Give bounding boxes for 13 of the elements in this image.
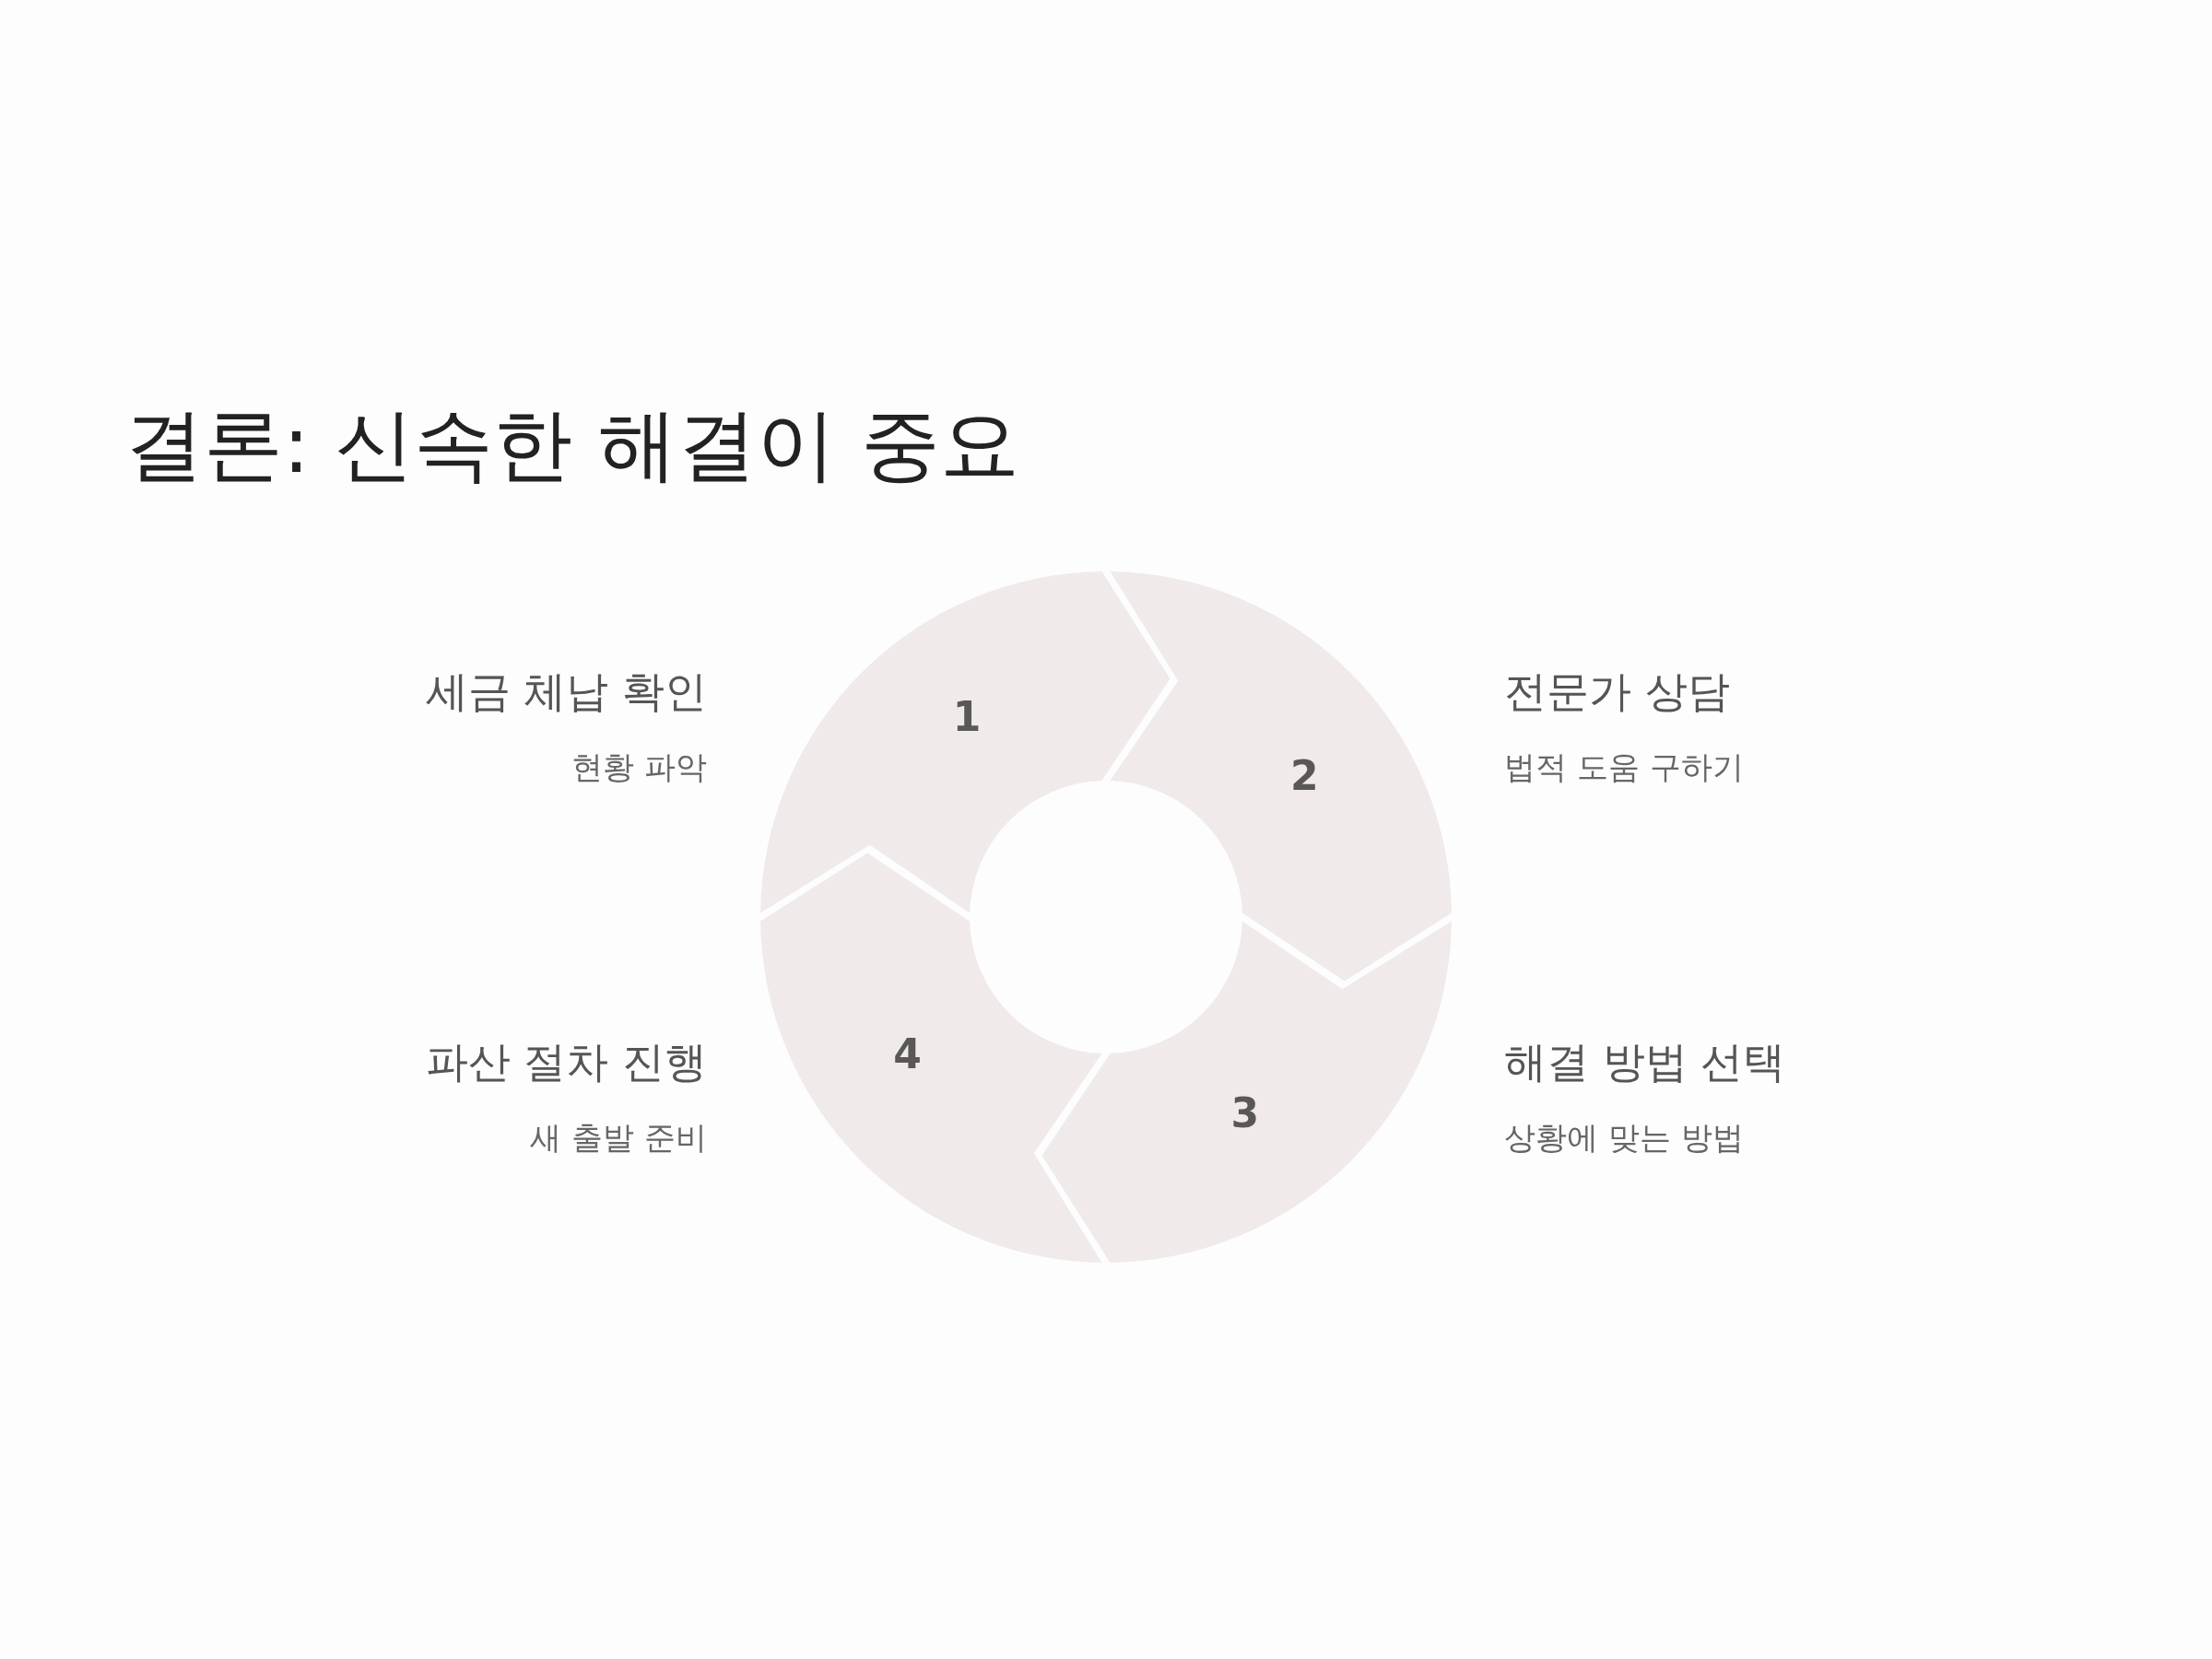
- step-heading: 세금 체납 확인: [425, 665, 707, 718]
- step-description: 새 출발 준비: [530, 1118, 707, 1158]
- step-description: 법적 도움 구하기: [1504, 747, 1744, 787]
- step-heading: 전문가 상담: [1504, 665, 1730, 718]
- step-description: 상황에 맞는 방법: [1504, 1118, 1744, 1158]
- step-heading: 해결 방법 선택: [1504, 1036, 1786, 1088]
- step-heading: 파산 절차 진행: [425, 1036, 707, 1088]
- title: 결론: 신속한 해결이 중요: [124, 397, 1019, 492]
- step-number: 1: [951, 692, 982, 740]
- step-description: 현황 파악: [571, 747, 707, 787]
- step-number: 3: [1230, 1089, 1261, 1137]
- step-number: 2: [1289, 752, 1320, 800]
- step-number: 4: [892, 1030, 923, 1077]
